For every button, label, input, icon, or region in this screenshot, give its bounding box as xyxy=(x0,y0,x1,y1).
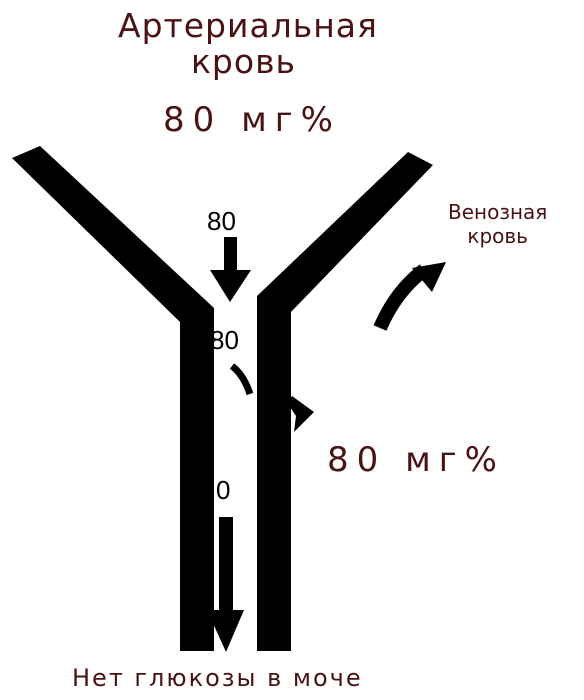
title-line-2: кровь xyxy=(191,42,296,81)
reabsorbed-concentration: 80 мг% xyxy=(327,440,505,480)
venous-return-arrow-icon xyxy=(373,262,446,331)
venous-label-line-1: Венозная xyxy=(448,200,548,224)
venous-label-line-2: кровь xyxy=(467,224,528,248)
arterial-concentration: 80 мг% xyxy=(163,100,341,140)
tubule-left-wall xyxy=(12,146,214,651)
footer-caption: Нет глюкозы в моче xyxy=(72,664,363,692)
tubule-right-wall xyxy=(257,152,433,651)
filtered-value: 80 xyxy=(210,325,239,355)
urine-flow-arrow-icon xyxy=(207,517,244,652)
reabsorption-out-arrow-icon xyxy=(286,395,314,432)
title-line-1: Артериальная xyxy=(118,6,378,45)
inflow-arrow-icon xyxy=(210,237,251,302)
reabsorption-curve-icon xyxy=(229,363,254,396)
urine-value: 0 xyxy=(216,475,231,505)
inflow-value: 80 xyxy=(207,206,236,236)
venous-blood-label: Венозная кровь xyxy=(448,200,547,248)
